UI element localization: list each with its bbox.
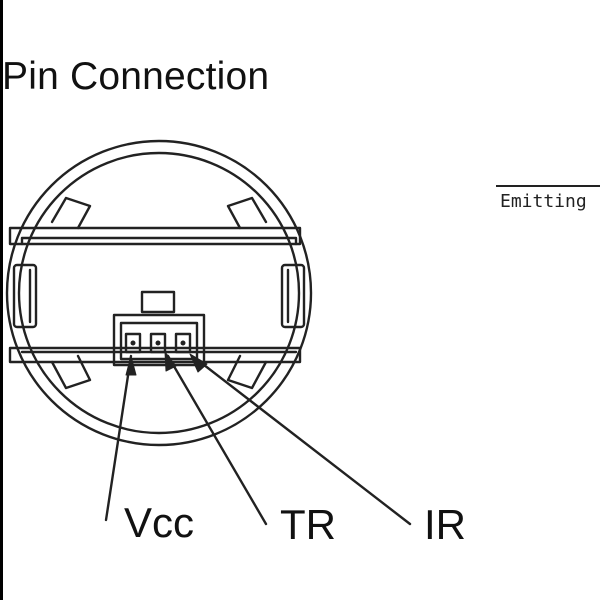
top-mounting-bar <box>8 226 302 246</box>
housing-inner-ring <box>17 151 301 435</box>
bottom-left-clip <box>50 354 92 390</box>
pin-dot-ir <box>180 340 186 346</box>
pin-dot-vcc <box>130 340 136 346</box>
pin-label-vcc: Vcc <box>124 499 195 546</box>
connector-latch <box>140 290 176 314</box>
top-left-clip <box>50 196 92 230</box>
left-border-line <box>0 0 3 600</box>
arrowhead-vcc <box>125 355 137 376</box>
connector-inner-frame <box>119 321 199 361</box>
housing-outer-ring <box>5 139 313 447</box>
bottom-right-clip <box>226 354 268 390</box>
pin-dot-tr <box>155 340 161 346</box>
diagram-title: Pin Connection <box>2 55 270 98</box>
right-side-clip <box>280 263 306 329</box>
side-label-emitting: Emitting <box>500 191 587 212</box>
leader-line-tr <box>166 354 268 526</box>
leader-line-vcc <box>104 354 133 522</box>
leader-line-ir <box>193 356 412 526</box>
side-divider-line <box>496 185 600 187</box>
pin-label-ir: IR <box>424 501 466 548</box>
pin-slot-ir <box>174 332 192 354</box>
arrowhead-tr <box>164 351 177 372</box>
arrowhead-ir <box>189 353 208 373</box>
pin-label-tr: TR <box>280 501 336 548</box>
top-right-clip <box>226 196 268 230</box>
left-side-clip <box>12 263 38 329</box>
pin-slot-vcc <box>124 332 142 354</box>
connector-housing <box>112 313 206 367</box>
pin-slot-tr <box>149 332 167 354</box>
